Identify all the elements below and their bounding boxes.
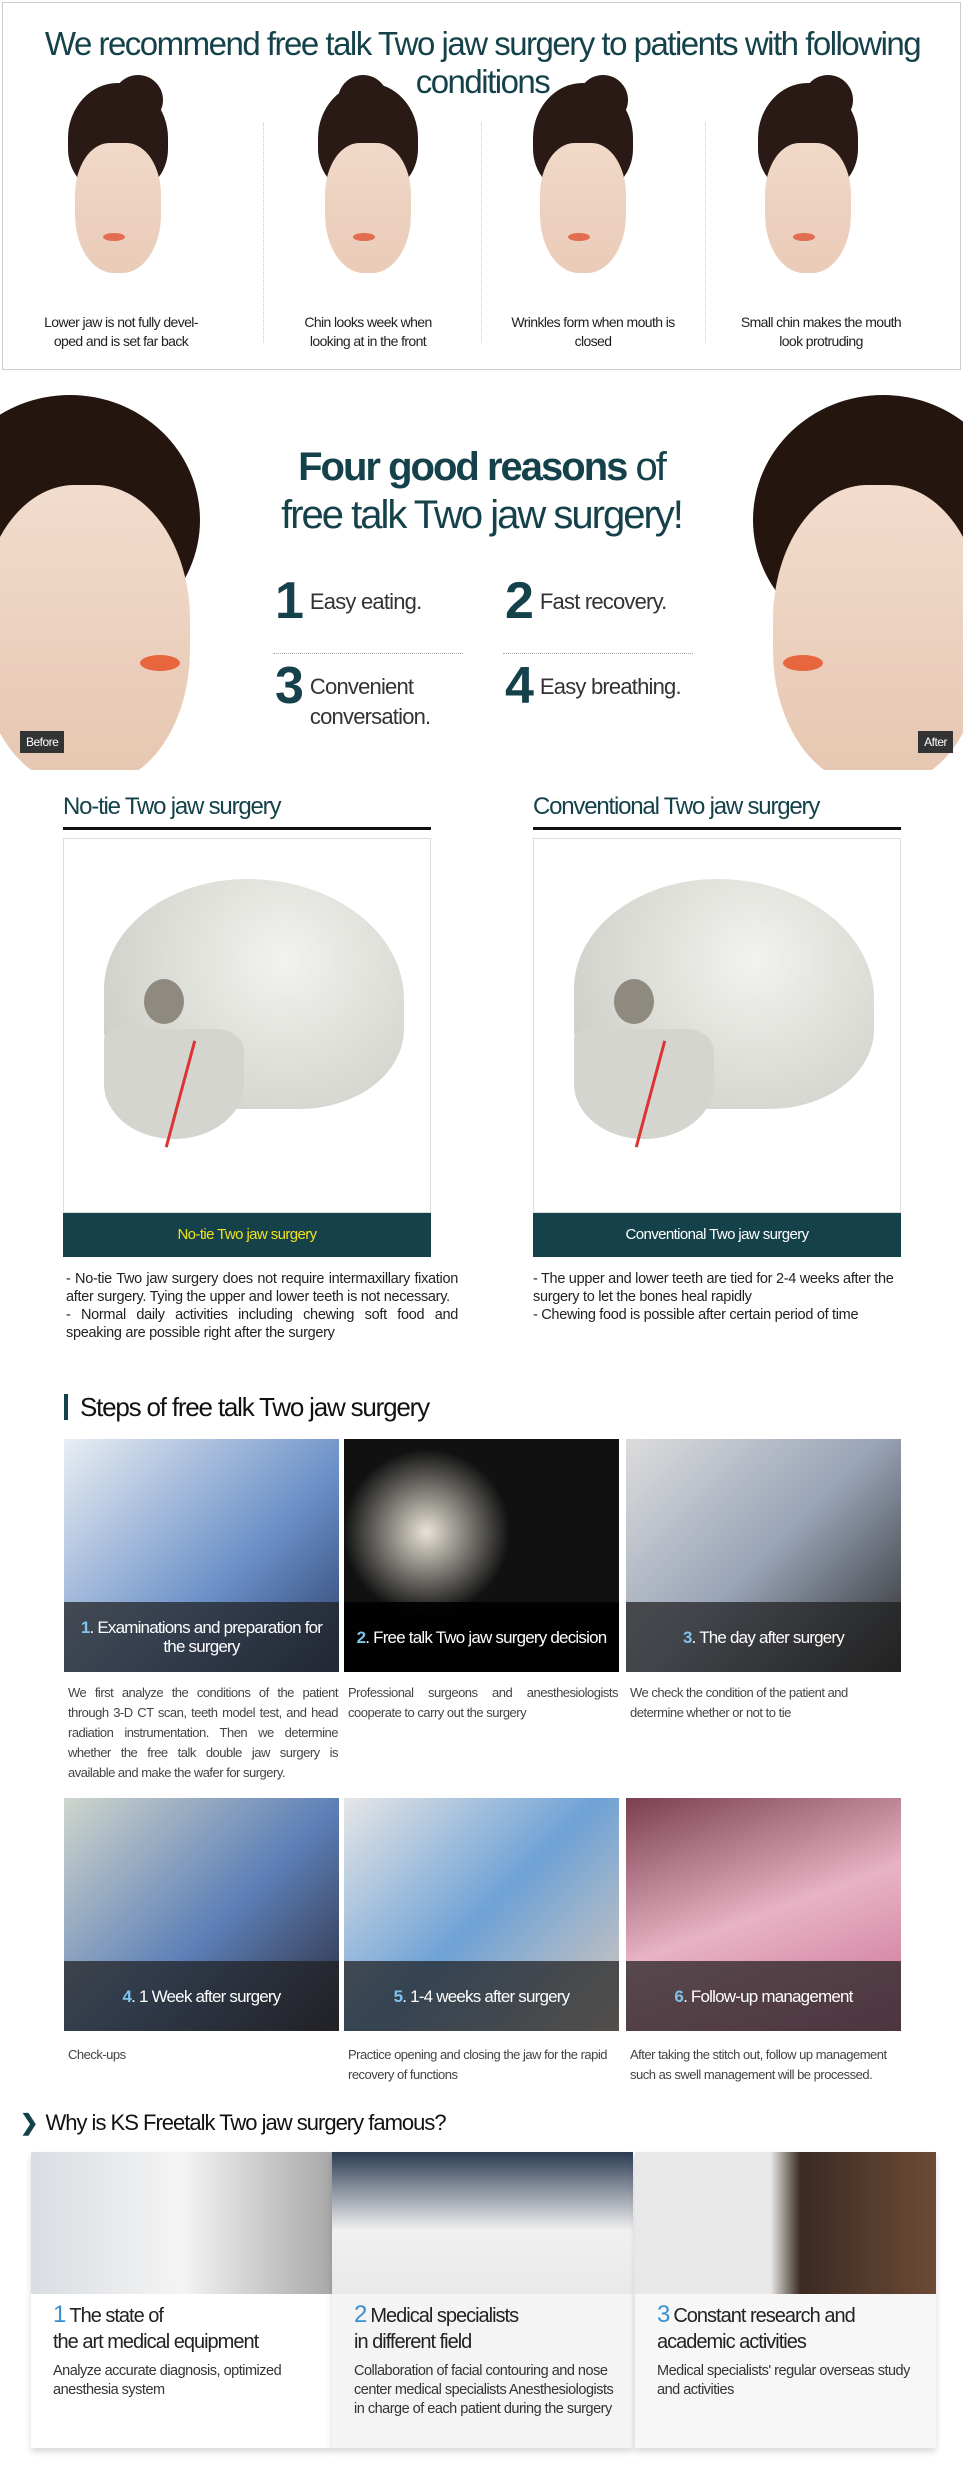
step-caption: 1. Examinations and preparation for the … — [64, 1602, 339, 1672]
conventional-description: - The upper and lower teeth are tied for… — [533, 1271, 894, 1323]
step-3-image: 3. The day after surgery — [626, 1439, 901, 1672]
step-label: . 1-4 weeks after surgery — [402, 1986, 570, 2006]
step-number: 2 — [356, 1627, 366, 1647]
reasons-section: Before After Four good reasons of free t… — [0, 395, 963, 770]
divider — [273, 653, 463, 654]
reason-text: Fast recovery. — [539, 589, 667, 614]
conventional-skull-image — [533, 838, 901, 1213]
step-number: 3 — [683, 1627, 692, 1647]
reason-number: 4 — [505, 657, 534, 715]
step-1-text: We first analyze the conditions of the p… — [68, 1685, 339, 1780]
divider — [705, 123, 706, 343]
condition-caption: Chin looks week when looking at in the f… — [304, 314, 432, 349]
why-title-text: Why is KS Freetalk Two jaw surgery famou… — [45, 2110, 446, 2135]
step-4-text: Check-ups — [68, 2047, 126, 2062]
face-illustration-1 — [53, 75, 183, 293]
step-label: . The day after surgery — [691, 1627, 845, 1647]
after-label: After — [918, 731, 953, 753]
reason-number: 3 — [275, 657, 304, 715]
why-number: 2 — [354, 2301, 367, 2328]
step-caption: 6. Follow-up management — [626, 1961, 901, 2031]
step-number: 5 — [393, 1986, 403, 2006]
no-tie-skull-image — [63, 838, 431, 1213]
step-2-text: Professional surgeons and anesthesiologi… — [348, 1685, 619, 1720]
why-text: Analyze accurate diagnosis, optimized an… — [53, 2363, 282, 2398]
reason-text: Easy breathing. — [539, 674, 682, 699]
divider — [263, 123, 264, 343]
step-label: . Follow-up management — [683, 1986, 853, 2006]
recommend-title: We recommend free talk Two jaw surgery t… — [44, 25, 922, 100]
step-number: 4 — [122, 1986, 132, 2006]
reason-number: 2 — [505, 572, 534, 630]
why-title: ❯ Why is KS Freetalk Two jaw surgery famo… — [20, 2110, 447, 2136]
condition-caption: Wrinkles form when mouth is closed — [511, 314, 675, 349]
no-tie-heading: No-tie Two jaw surgery — [63, 793, 431, 830]
step-label: . 1 Week after surgery — [131, 1986, 281, 2006]
why-heading-text: Medical specialists in different field — [354, 2305, 519, 2353]
step-caption: 3. The day after surgery — [626, 1602, 901, 1672]
reason-text: Easy eating. — [309, 589, 422, 614]
reason-text: Convenient conversation. — [309, 674, 431, 729]
why-text: Medical specialists' regular overseas st… — [657, 2363, 910, 2398]
step-5-image: 5. 1-4 weeks after surgery — [344, 1798, 619, 2031]
condition-caption: Small chin makes the mouth look protrudi… — [740, 314, 902, 349]
step-2-image: 2. Free talk Two jaw surgery decision — [344, 1439, 619, 1672]
reasons-title-bold: Four good reasons — [298, 445, 628, 489]
divider — [481, 123, 482, 343]
step-6-text: After taking the stitch out, follow up m… — [630, 2047, 887, 2082]
no-tie-caption: No-tie Two jaw surgery — [63, 1213, 431, 1257]
why-text: Collaboration of facial contouring and n… — [354, 2363, 614, 2417]
reasons-title-line2: free talk Two jaw surgery! — [281, 493, 684, 537]
medical-specialists-image — [332, 2152, 633, 2294]
why-number: 1 — [53, 2301, 66, 2328]
conventional-caption: Conventional Two jaw surgery — [533, 1213, 901, 1257]
before-face-image: Before — [0, 395, 220, 770]
no-tie-description: - No-tie Two jaw surgery does not requir… — [66, 1271, 458, 1341]
why-heading-text: Constant research and academic activitie… — [657, 2305, 856, 2353]
medical-equipment-image — [31, 2152, 332, 2294]
recommend-section: We recommend free talk Two jaw surgery t… — [2, 2, 961, 370]
steps-title: Steps of free talk Two jaw surgery — [64, 1394, 430, 1420]
conventional-heading: Conventional Two jaw surgery — [533, 793, 901, 830]
face-illustration-4 — [743, 75, 873, 293]
step-number: 1 — [80, 1618, 90, 1637]
why-number: 3 — [657, 2301, 670, 2328]
step-1-image: 1. Examinations and preparation for the … — [64, 1439, 339, 1672]
divider — [503, 653, 693, 654]
reasons-title: Four good reasons of — [220, 445, 743, 490]
chevron-right-icon: ❯ — [20, 2110, 38, 2135]
step-5-text: Practice opening and closing the jaw for… — [348, 2047, 608, 2082]
face-illustration-3 — [518, 75, 648, 293]
face-illustration-2 — [303, 75, 433, 293]
why-heading-text: The state of the art medical equipment — [53, 2305, 259, 2353]
step-3-text: We check the condition of the patient an… — [630, 1685, 848, 1720]
step-label: . Free talk Two jaw surgery decision — [365, 1627, 607, 1647]
step-caption: 2. Free talk Two jaw surgery decision — [344, 1602, 619, 1672]
step-caption: 4. 1 Week after surgery — [64, 1961, 339, 2031]
step-number: 6 — [674, 1986, 684, 2006]
after-face-image: After — [743, 395, 963, 770]
reason-number: 1 — [275, 572, 304, 630]
step-6-image: 6. Follow-up management — [626, 1798, 901, 2031]
research-activities-image — [635, 2152, 936, 2294]
reasons-title-rest: of — [626, 445, 666, 489]
step-caption: 5. 1-4 weeks after surgery — [344, 1961, 619, 2031]
condition-caption: Lower jaw is not fully devel-oped and is… — [44, 314, 198, 349]
step-label: . Examinations and preparation for the s… — [89, 1618, 323, 1656]
before-label: Before — [20, 731, 65, 753]
step-4-image: 4. 1 Week after surgery — [64, 1798, 339, 2031]
